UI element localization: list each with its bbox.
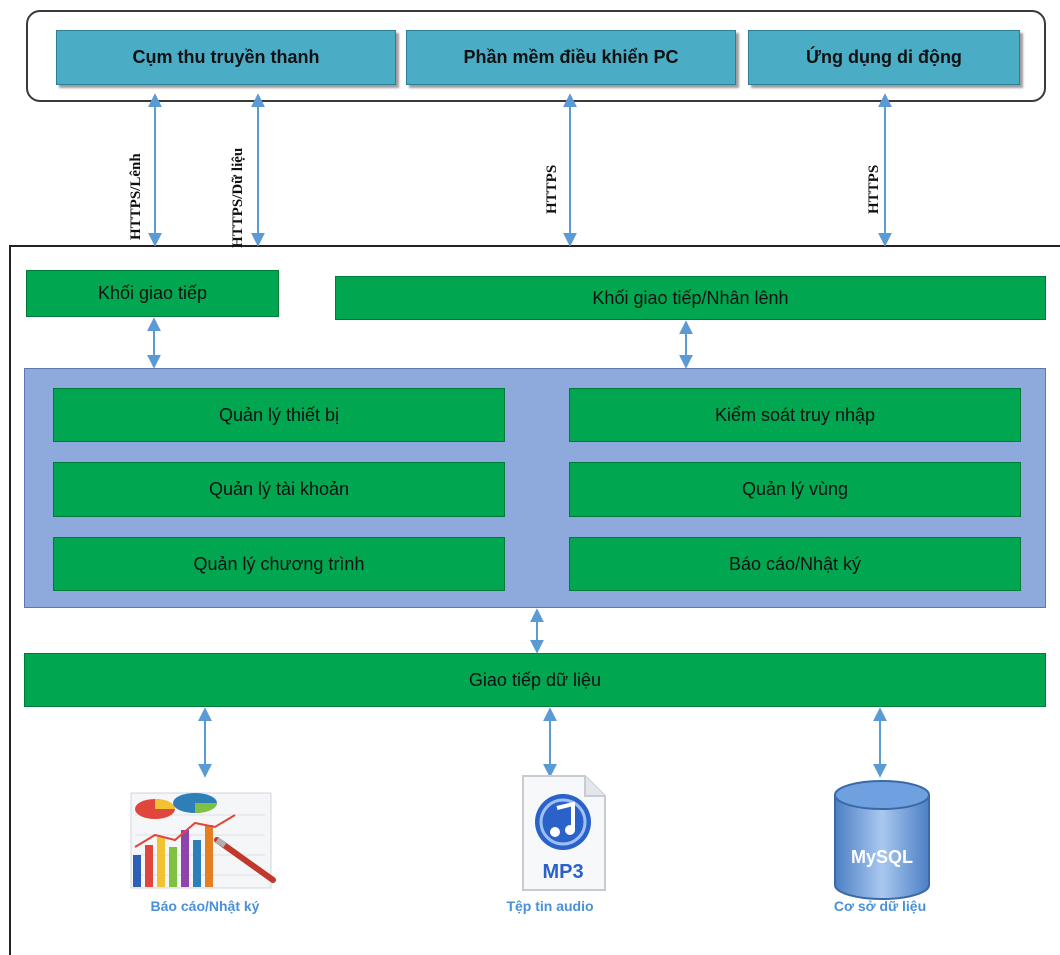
module-zone-management: Quản lý vùng bbox=[569, 462, 1021, 517]
database-icon: MySQL bbox=[834, 780, 930, 900]
module-program-management: Quản lý chương trình bbox=[53, 537, 505, 591]
mp3-file-icon: MP3 bbox=[522, 775, 606, 891]
communication-block: Khối giao tiếp bbox=[26, 270, 279, 317]
data-interface-block: Giao tiếp dữ liệu bbox=[24, 653, 1046, 707]
database-caption: Cơ sở dữ liệu bbox=[833, 898, 927, 914]
module-report-log: Báo cáo/Nhật ký bbox=[569, 537, 1021, 591]
audio-caption: Tệp tin audio bbox=[506, 898, 594, 914]
mp3-label: MP3 bbox=[542, 861, 583, 883]
module-access-control: Kiểm soát truy nhập bbox=[569, 388, 1021, 442]
database-logo-text: MySQL bbox=[851, 847, 913, 867]
communication-command-block: Khối giao tiếp/Nhân lênh bbox=[335, 276, 1046, 320]
module-account-management: Quản lý tài khoản bbox=[53, 462, 505, 517]
broadcast-receiver-cluster: Cụm thu truyền thanh bbox=[56, 30, 396, 85]
report-chart-icon bbox=[130, 792, 276, 889]
pc-control-software: Phần mềm điều khiển PC bbox=[406, 30, 736, 85]
mobile-application: Ứng dụng di động bbox=[748, 30, 1020, 85]
server-frame bbox=[9, 245, 1060, 955]
module-device-management: Quản lý thiết bị bbox=[53, 388, 505, 442]
reports-caption: Báo cáo/Nhật ký bbox=[150, 898, 260, 914]
